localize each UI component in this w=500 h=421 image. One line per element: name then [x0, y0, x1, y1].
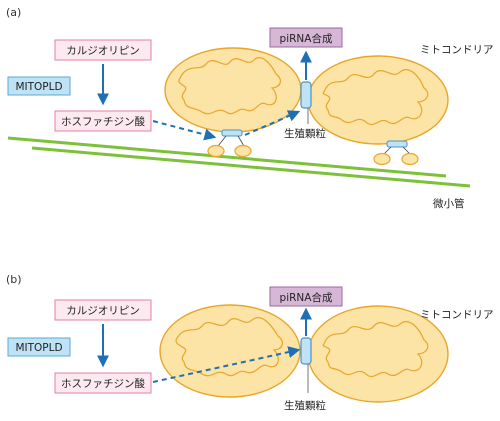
panel-a-label: (a) [6, 6, 21, 19]
cardiolipin-label-b: カルジオリピン [66, 305, 140, 317]
microtubule-label: 微小管 [433, 197, 465, 210]
microtubule-lines [7, 136, 471, 188]
cardiolipin-box-b [54, 299, 152, 321]
microtubule-line-2 [31, 146, 471, 188]
cardiolipin-box [54, 39, 152, 61]
nuage-granule-lower-left [207, 129, 252, 158]
phosphatidic-acid-label-b: ホスファチジン酸 [61, 377, 145, 390]
nuage-label-b: 生殖顆粒 [284, 399, 326, 412]
phosphatidic-acid-box [54, 110, 152, 132]
mitochondrion-right-b [307, 305, 449, 403]
panel-a: (a) [6, 6, 494, 210]
microtubule-line-1 [7, 136, 447, 178]
mitopld-box-b [7, 337, 71, 357]
pirna-synthesis-box-b [269, 286, 343, 307]
dashed-arrow-to-lower-granule [152, 120, 217, 141]
nuage-granule-center-b [300, 337, 312, 365]
mitochondria-label-b: ミトコンドリア [420, 309, 494, 321]
pirna-synthesis-label-b: piRNA合成 [280, 291, 333, 304]
phosphatidic-acid-label: ホスファチジン酸 [61, 115, 145, 128]
panel-b-label: (b) [6, 273, 22, 286]
dashed-arrow-to-center-granule [244, 110, 301, 136]
mitochondria-label: ミトコンドリア [420, 44, 494, 56]
mitopld-label-b: MITOPLD [15, 342, 62, 354]
panel-b: (b) カルジオリピン MITOPLD ホスファチジン酸 piRNA合成 [6, 273, 494, 412]
dashed-arrow-to-center-granule-b [152, 346, 301, 383]
mitochondrion-left-b [159, 304, 301, 398]
cardiolipin-label: カルジオリピン [66, 45, 140, 57]
nuage-granule-center [300, 81, 312, 109]
mitopld-box [7, 76, 71, 96]
phosphatidic-acid-box-b [54, 372, 152, 394]
mitochondrion-right [307, 55, 449, 145]
mitopld-label: MITOPLD [15, 81, 62, 93]
nuage-label: 生殖顆粒 [284, 127, 326, 140]
pirna-synthesis-label: piRNA合成 [280, 32, 333, 45]
nuage-granule-lower-right [373, 140, 419, 166]
pirna-synthesis-box [269, 27, 343, 48]
